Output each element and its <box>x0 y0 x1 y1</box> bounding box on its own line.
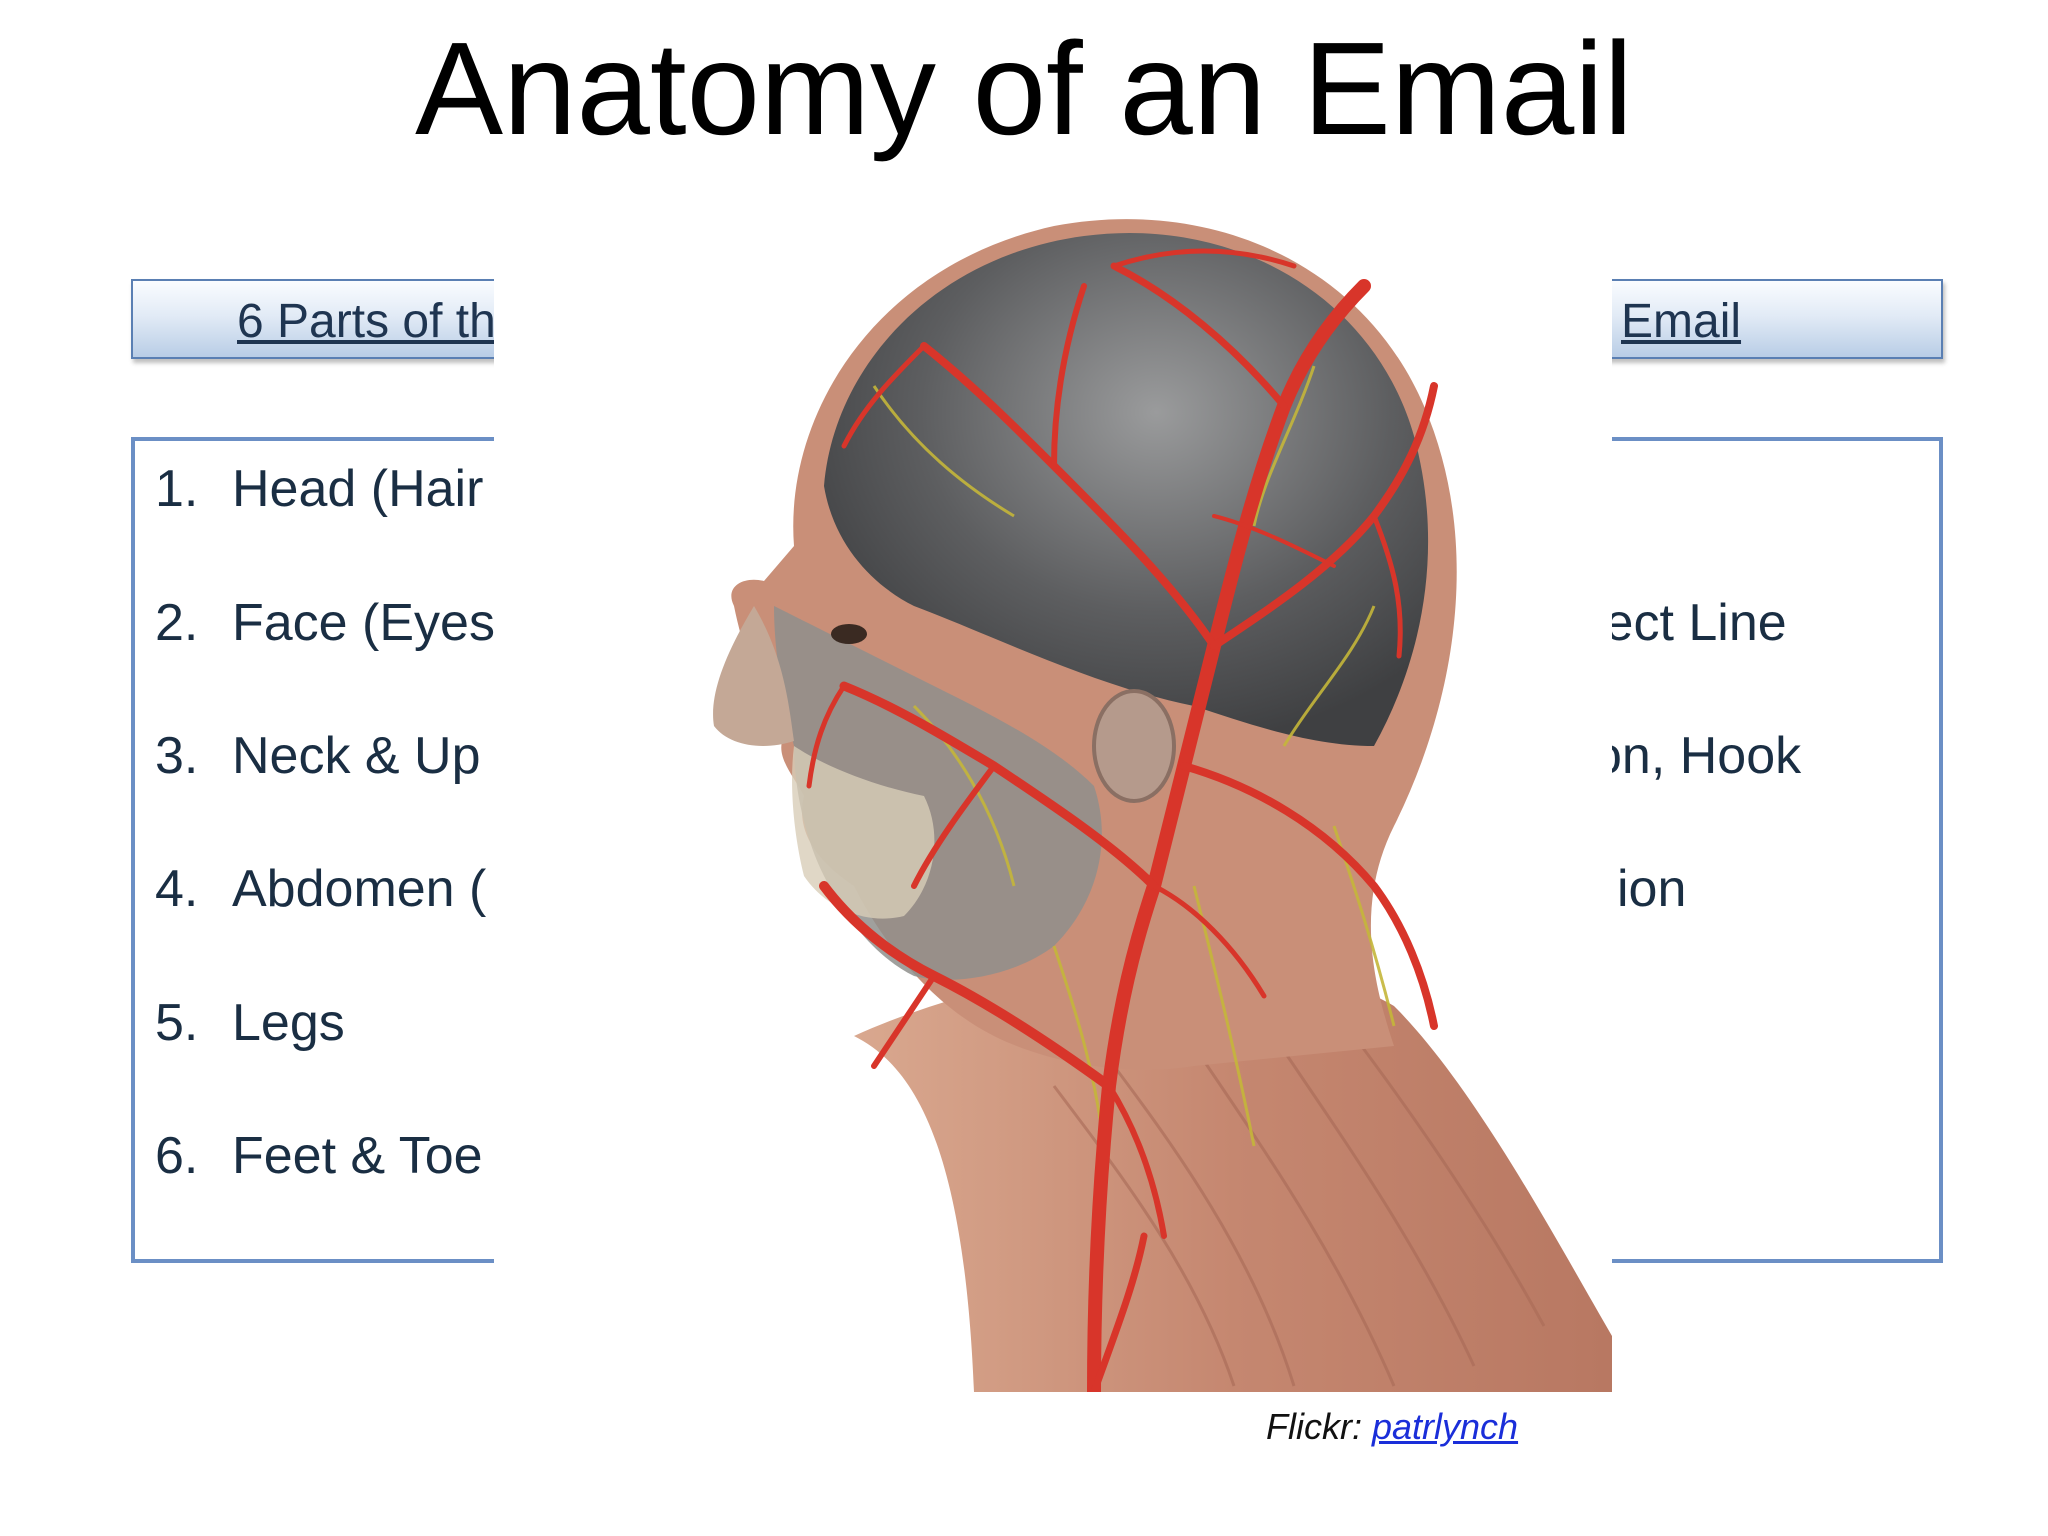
list-item-number: 4. <box>155 860 199 918</box>
credit-label: Flickr: <box>1266 1406 1372 1447</box>
right-list-text: ject Line <box>1593 594 1787 652</box>
list-item-number: 6. <box>155 1127 199 1185</box>
list-item-number: 3. <box>155 727 199 785</box>
image-credit: Flickr: patrlynch <box>1266 1405 1518 1449</box>
list-item-number: 1. <box>155 460 199 518</box>
list-item-text: Legs <box>232 994 345 1052</box>
header-right-text: Email <box>1621 295 1742 348</box>
list-item-text: Feet & Toe <box>232 1127 483 1185</box>
list-item-text: Neck & Up <box>232 727 481 785</box>
right-list-text: ion <box>1617 860 1687 918</box>
list-item-text: Abdomen ( <box>232 860 487 918</box>
list-item-text: Head (Hair <box>232 460 484 518</box>
header-left-text: 6 Parts of th <box>237 295 496 348</box>
list-item-number: 2. <box>155 594 199 652</box>
anatomy-head-image <box>494 186 1612 1392</box>
credit-link[interactable]: patrlynch <box>1371 1406 1519 1447</box>
slide-title: Anatomy of an Email <box>415 15 1633 162</box>
right-list-text: on, Hook <box>1593 727 1802 785</box>
list-item-text: Face (Eyes <box>232 594 495 652</box>
list-item-number: 5. <box>155 994 199 1052</box>
